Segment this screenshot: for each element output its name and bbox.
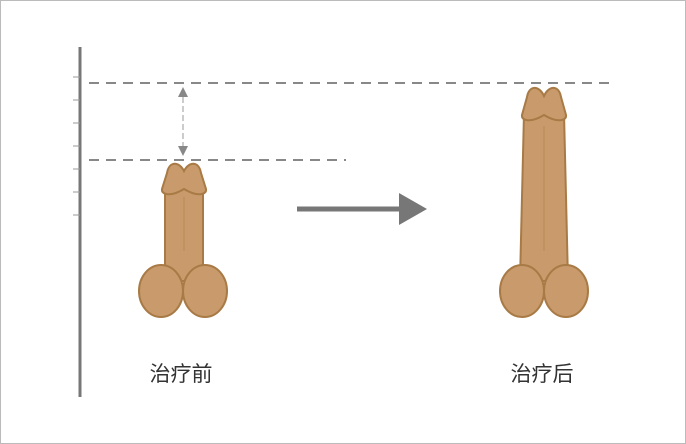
transition-arrow	[297, 193, 427, 225]
scale-axis	[73, 47, 82, 397]
length-difference-arrow	[178, 87, 188, 156]
before-label: 治疗前	[149, 362, 213, 386]
figure-before	[138, 162, 228, 318]
after-label: 治疗后	[510, 362, 574, 386]
figure-after	[499, 86, 589, 318]
